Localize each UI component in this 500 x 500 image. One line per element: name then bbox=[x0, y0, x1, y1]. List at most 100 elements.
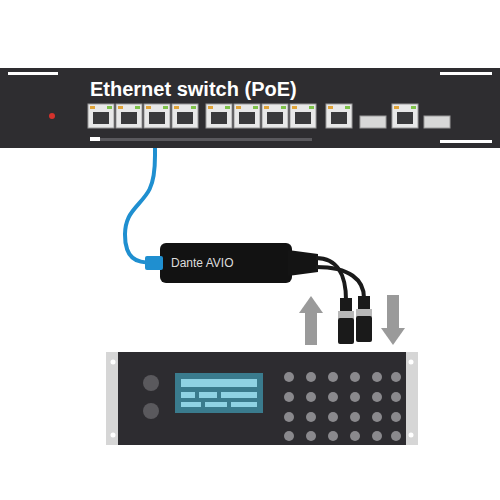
power-led bbox=[49, 113, 55, 119]
rack-button bbox=[306, 431, 316, 441]
xlr-connector bbox=[338, 318, 354, 344]
port-socket bbox=[121, 112, 137, 124]
rack-button bbox=[350, 412, 360, 422]
rack-button bbox=[391, 431, 401, 441]
adapter-tail bbox=[288, 250, 318, 276]
rack-button bbox=[328, 372, 338, 382]
switch-label-strip bbox=[92, 138, 312, 141]
ethernet-port bbox=[116, 104, 142, 128]
rack-knob bbox=[143, 403, 159, 419]
rack-button bbox=[306, 412, 316, 422]
port-socket bbox=[239, 112, 255, 124]
xlr-cable bbox=[316, 267, 364, 298]
rack-button bbox=[328, 392, 338, 402]
port-led bbox=[208, 106, 213, 109]
port-led bbox=[107, 106, 112, 109]
switch-edge-mark bbox=[8, 72, 58, 75]
port-led bbox=[90, 106, 95, 109]
rack-button bbox=[350, 392, 360, 402]
rack-button bbox=[372, 412, 382, 422]
rack-button bbox=[284, 412, 294, 422]
port-led bbox=[191, 106, 196, 109]
rack-knob bbox=[143, 375, 159, 391]
rack-button bbox=[391, 412, 401, 422]
xlr-boot bbox=[358, 296, 370, 310]
port-led bbox=[264, 106, 269, 109]
xlr-connector bbox=[356, 316, 372, 342]
rack-button bbox=[284, 392, 294, 402]
down-arrow-shaft bbox=[387, 295, 399, 329]
port-led bbox=[345, 106, 350, 109]
port-led bbox=[225, 106, 230, 109]
rack-button bbox=[328, 412, 338, 422]
rack-button bbox=[391, 372, 401, 382]
ethernet-port bbox=[172, 104, 198, 128]
port-socket bbox=[149, 112, 165, 124]
port-led bbox=[328, 106, 333, 109]
rack-button bbox=[328, 431, 338, 441]
ethernet-port bbox=[392, 104, 418, 128]
ethernet-port bbox=[206, 104, 232, 128]
port-socket bbox=[397, 112, 413, 124]
ethernet-port bbox=[234, 104, 260, 128]
port-led bbox=[292, 106, 297, 109]
rack-button bbox=[306, 392, 316, 402]
rack-button bbox=[350, 431, 360, 441]
port-socket bbox=[177, 112, 193, 124]
rack-hole bbox=[111, 433, 116, 438]
display-bar bbox=[181, 402, 201, 407]
ethernet-port bbox=[88, 104, 114, 128]
rj45-plug bbox=[145, 256, 163, 270]
port-socket bbox=[267, 112, 283, 124]
rack-button bbox=[372, 372, 382, 382]
port-socket bbox=[211, 112, 227, 124]
port-led bbox=[163, 106, 168, 109]
node-label: Dante AVIO bbox=[171, 255, 287, 271]
display-bar bbox=[181, 392, 195, 398]
up-arrow-shaft bbox=[305, 312, 317, 345]
port-led bbox=[146, 106, 151, 109]
rack-button bbox=[306, 372, 316, 382]
xlr-band bbox=[356, 309, 372, 317]
rack-button bbox=[284, 431, 294, 441]
rack-button bbox=[372, 431, 382, 441]
rack-hole bbox=[409, 360, 414, 365]
switch-label-strip bbox=[90, 137, 100, 141]
rack-button bbox=[284, 372, 294, 382]
ethernet-switch: Ethernet switch (PoE) bbox=[0, 68, 500, 148]
rack-ear bbox=[106, 352, 120, 445]
display-bar bbox=[231, 402, 257, 407]
rack-button bbox=[350, 372, 360, 382]
sfp-port bbox=[360, 116, 386, 128]
display-bar bbox=[199, 392, 217, 398]
rack-display bbox=[175, 373, 263, 413]
up-arrow-head bbox=[299, 296, 323, 313]
ethernet-cable bbox=[125, 148, 160, 263]
port-socket bbox=[331, 112, 347, 124]
port-led bbox=[281, 106, 286, 109]
display-bar bbox=[205, 402, 227, 407]
port-led bbox=[411, 106, 416, 109]
port-led bbox=[174, 106, 179, 109]
dante-adapter: Dante AVIO bbox=[160, 243, 292, 283]
rack-button bbox=[391, 392, 401, 402]
display-bar bbox=[221, 392, 257, 398]
rack-hole bbox=[409, 433, 414, 438]
port-socket bbox=[295, 112, 311, 124]
node-label: Ethernet switch (PoE) bbox=[90, 76, 390, 102]
port-led bbox=[118, 106, 123, 109]
port-socket bbox=[93, 112, 109, 124]
port-led bbox=[309, 106, 314, 109]
rack-ear bbox=[404, 352, 418, 445]
port-led bbox=[253, 106, 258, 109]
port-led bbox=[236, 106, 241, 109]
xlr-boot bbox=[340, 298, 352, 312]
rack-hole bbox=[111, 360, 116, 365]
display-bar bbox=[181, 379, 257, 387]
ethernet-port bbox=[262, 104, 288, 128]
sfp-port bbox=[424, 116, 450, 128]
xlr-band bbox=[338, 311, 354, 319]
port-led bbox=[394, 106, 399, 109]
